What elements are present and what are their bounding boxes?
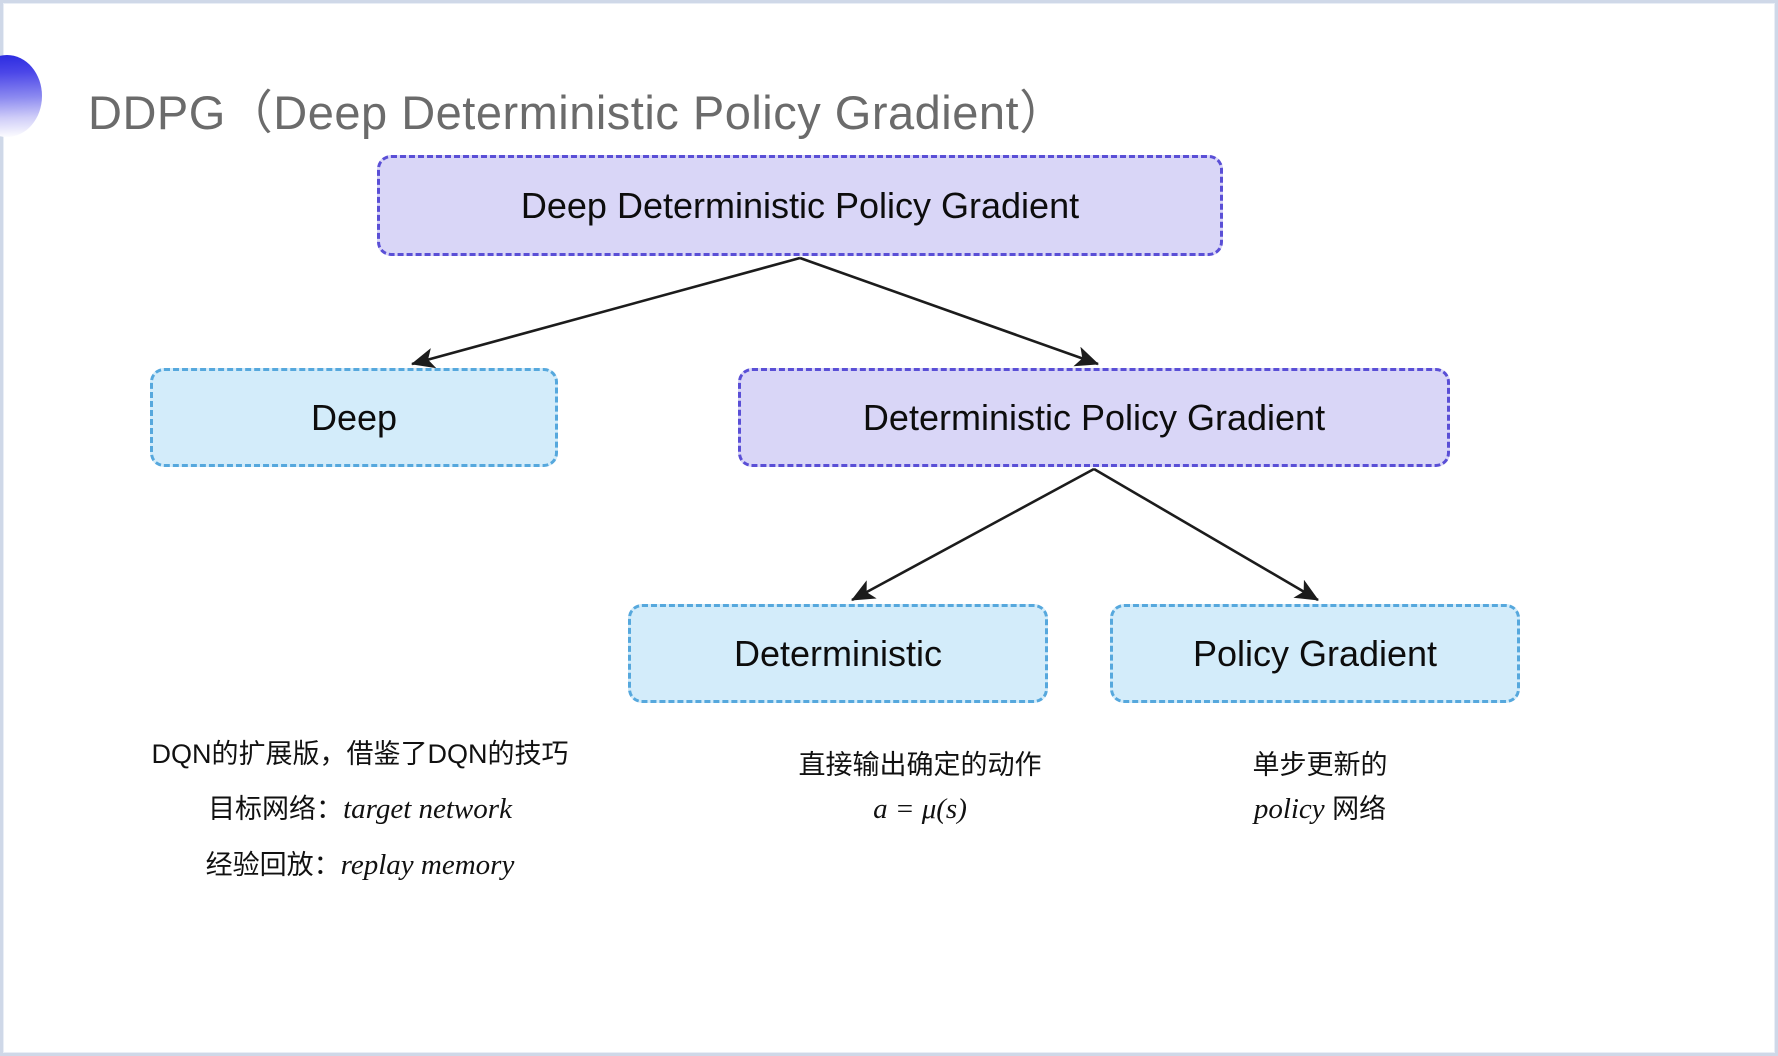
caption-policy-gradient-line-2-suffix: 网络: [1324, 793, 1387, 824]
caption-policy-gradient: 单步更新的 policy 网络: [1120, 745, 1520, 832]
caption-deep-line-1: DQN的扩展版，借鉴了DQN的技巧: [151, 739, 569, 769]
caption-deep-line-2-value: target network: [343, 792, 512, 825]
caption-policy-gradient-line-2: policy 网络: [1120, 787, 1520, 832]
caption-deep: DQN的扩展版，借鉴了DQN的技巧 目标网络：target network 经验…: [130, 728, 590, 894]
caption-deep-line-3: 经验回放：replay memory: [130, 837, 590, 894]
caption-deep-line-3-value: replay memory: [340, 849, 515, 882]
caption-deterministic-line-1: 直接输出确定的动作: [798, 750, 1042, 780]
node-label: Deterministic: [733, 632, 943, 674]
edge-root-to-deep: [410, 256, 801, 369]
caption-policy-gradient-line-1: 单步更新的: [1252, 750, 1388, 780]
node-label: Deep: [310, 396, 398, 438]
page-title: DDPG（Deep Deterministic Policy Gradient）: [88, 86, 1067, 139]
node-label: Deep Deterministic Policy Gradient: [520, 184, 1080, 226]
caption-policy-gradient-line-2-value: policy: [1253, 792, 1325, 825]
node-label: Policy Gradient: [1192, 632, 1438, 674]
node-deep[interactable]: Deep: [150, 368, 558, 467]
edge-dpg-to-deterministic: [851, 467, 1095, 602]
gradient-half-circle-icon: [0, 55, 42, 137]
node-deep-deterministic-policy-gradient[interactable]: Deep Deterministic Policy Gradient: [377, 155, 1223, 256]
node-policy-gradient[interactable]: Policy Gradient: [1110, 604, 1520, 703]
node-deterministic[interactable]: Deterministic: [628, 604, 1048, 703]
caption-deep-line-2-label: 目标网络：: [208, 793, 344, 824]
caption-deep-line-3-label: 经验回放：: [205, 850, 341, 881]
edge-dpg-to-policy-gradient: [1093, 467, 1319, 602]
node-deterministic-policy-gradient[interactable]: Deterministic Policy Gradient: [738, 368, 1450, 467]
node-label: Deterministic Policy Gradient: [862, 396, 1326, 438]
edge-root-to-dpg: [799, 256, 1099, 367]
caption-deep-line-2: 目标网络：target network: [130, 781, 590, 838]
caption-deterministic: 直接输出确定的动作 a = μ(s): [690, 745, 1150, 832]
caption-deterministic-formula: a = μ(s): [873, 792, 967, 825]
